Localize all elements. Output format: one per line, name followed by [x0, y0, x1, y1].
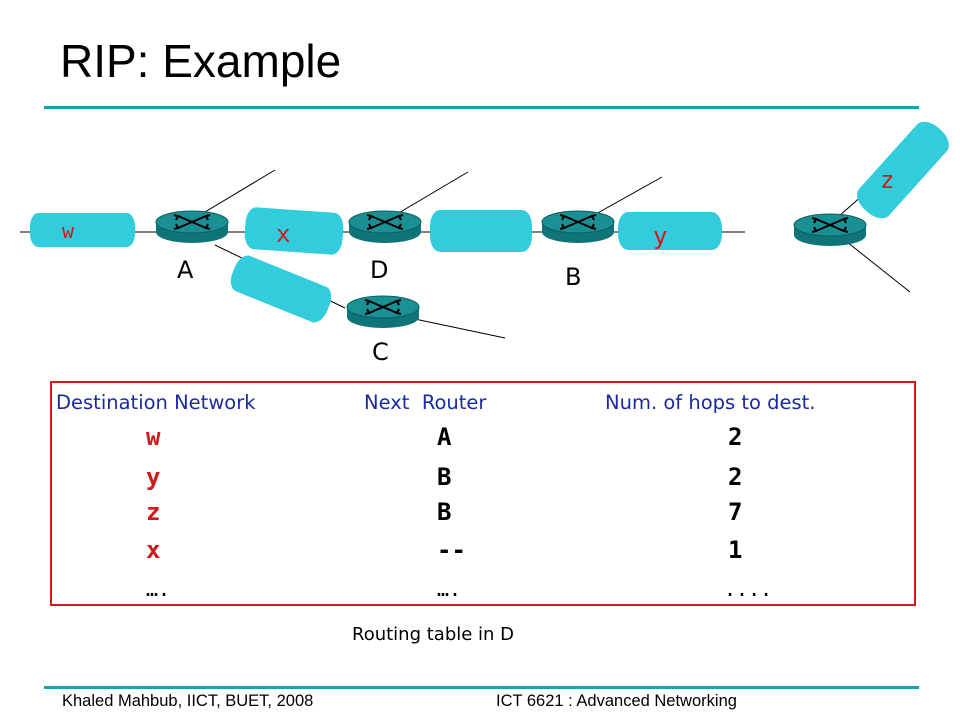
routing-table: Destination Network Next Router Num. of … — [50, 381, 916, 606]
row-z-hops: 7 — [728, 498, 743, 526]
row-w-dest: w — [146, 423, 161, 451]
title-divider — [44, 106, 919, 109]
network-w — [30, 213, 135, 247]
row-y-hops: 2 — [728, 463, 743, 491]
link-c-stub — [409, 317, 506, 339]
row-x-next: -- — [437, 536, 466, 564]
row-w-next: A — [437, 423, 452, 451]
row-z-next: B — [437, 498, 452, 526]
row-more-hops: .... — [724, 577, 773, 601]
footer-divider — [44, 686, 919, 689]
row-y-dest: y — [146, 463, 161, 491]
table-caption: Routing table in D — [352, 624, 515, 645]
header-next-router: Next Router — [364, 391, 487, 414]
row-y-next: B — [437, 463, 452, 491]
link-e-stub — [846, 241, 911, 293]
router-a-icon — [155, 210, 229, 244]
network-x — [244, 207, 344, 255]
network-label-z: z — [880, 166, 894, 194]
footer-author: Khaled Mahbub, IICT, BUET, 2008 — [62, 692, 314, 710]
router-label-d: D — [370, 256, 388, 284]
network-z — [857, 121, 949, 219]
router-label-c: C — [372, 338, 389, 366]
router-label-a: A — [177, 256, 194, 284]
row-z-dest: z — [146, 498, 161, 526]
router-b-icon — [541, 210, 615, 244]
network-label-y: y — [653, 222, 667, 250]
network-a-c — [230, 255, 332, 323]
row-more-dest: …. — [146, 577, 171, 601]
links — [20, 169, 911, 339]
row-x-hops: 1 — [728, 536, 743, 564]
slide-title: RIP: Example — [60, 35, 342, 87]
network-y — [618, 212, 722, 250]
row-x-dest: x — [146, 536, 161, 564]
header-destination: Destination Network — [56, 391, 256, 414]
router-d-icon — [348, 210, 422, 244]
network-label-w: w — [62, 219, 75, 243]
router-c-icon — [346, 295, 420, 329]
row-w-hops: 2 — [728, 423, 743, 451]
footer-course: ICT 6621 : Advanced Networking — [496, 692, 737, 710]
header-hops: Num. of hops to dest. — [605, 391, 816, 414]
router-label-b: B — [565, 263, 581, 291]
row-more-next: …. — [437, 577, 462, 601]
network-label-x: x — [276, 220, 290, 248]
network-d-b — [430, 210, 532, 252]
network-diagram: w x y z A D B C — [20, 121, 949, 366]
router-icon — [793, 213, 867, 247]
